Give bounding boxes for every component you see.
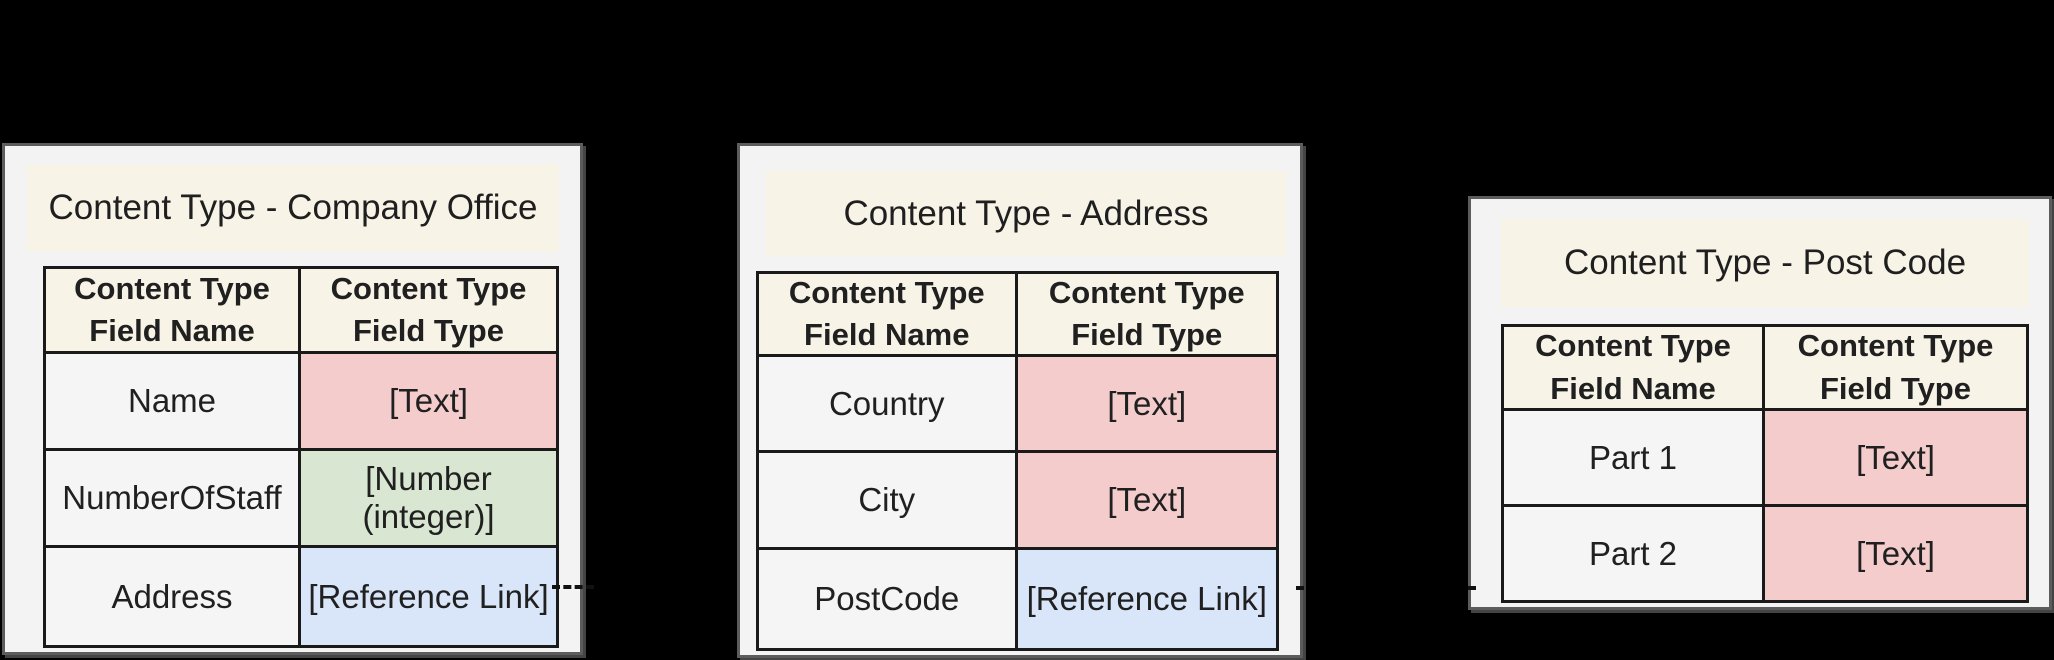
box-post-code: Content Type - Post Code Content Type Fi… — [1468, 196, 2052, 610]
box-address: Content Type - Address Content Type Fiel… — [737, 143, 1303, 658]
field-type-cell: [Number (integer)] — [301, 451, 556, 548]
header-field-type: Content Type Field Type — [301, 269, 556, 354]
reference-connector-dash — [1468, 586, 1476, 590]
reference-connector-dash — [1296, 586, 1304, 590]
fields-table: Content Type Field Name Content Type Fie… — [43, 266, 559, 648]
box-title: Content Type - Address — [766, 171, 1286, 256]
field-name-cell: Part 2 — [1504, 507, 1765, 600]
header-field-type: Content Type Field Type — [1765, 327, 2026, 411]
box-title: Content Type - Post Code — [1501, 219, 2029, 307]
field-name-cell: City — [759, 453, 1018, 550]
field-name-cell: Part 1 — [1504, 411, 1765, 507]
field-type-cell: [Text] — [1765, 411, 2026, 507]
header-field-name: Content Type Field Name — [759, 274, 1018, 357]
field-name-cell: Country — [759, 357, 1018, 453]
header-field-name: Content Type Field Name — [1504, 327, 1765, 411]
header-field-name: Content Type Field Name — [46, 269, 301, 354]
field-name-cell: Name — [46, 354, 301, 451]
field-type-cell: [Reference Link] — [1017, 550, 1276, 648]
field-type-cell: [Text] — [1017, 453, 1276, 550]
fields-table: Content Type Field Name Content Type Fie… — [1501, 324, 2029, 603]
reference-connector-dash — [552, 585, 594, 589]
box-company-office: Content Type - Company Office Content Ty… — [2, 143, 583, 655]
header-field-type: Content Type Field Type — [1017, 274, 1276, 357]
field-type-cell: [Text] — [301, 354, 556, 451]
field-type-cell: [Text] — [1017, 357, 1276, 453]
box-title: Content Type - Company Office — [27, 164, 559, 252]
field-name-cell: NumberOfStaff — [46, 451, 301, 548]
field-name-cell: Address — [46, 548, 301, 645]
field-name-cell: PostCode — [759, 550, 1018, 648]
field-type-cell: [Text] — [1765, 507, 2026, 600]
fields-table: Content Type Field Name Content Type Fie… — [756, 271, 1279, 651]
field-type-cell: [Reference Link] — [301, 548, 556, 645]
